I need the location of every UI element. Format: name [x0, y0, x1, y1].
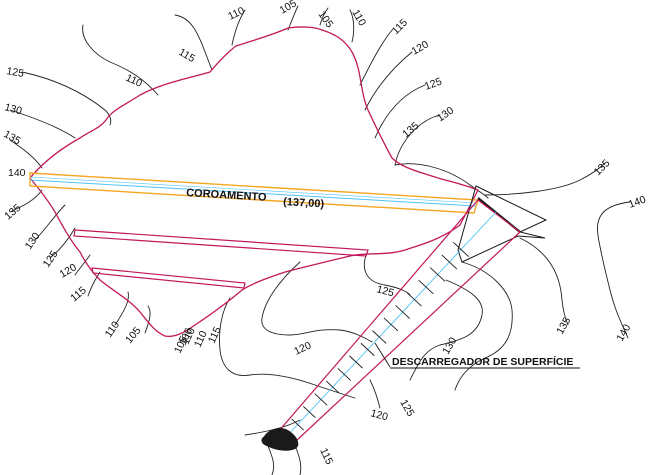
contour-label: 110 — [124, 72, 144, 90]
dam-crest — [29, 172, 479, 214]
outlet-channel-bank — [295, 447, 302, 475]
spillway-rib — [360, 342, 375, 357]
contour-label: 115 — [206, 325, 224, 345]
crest-line — [29, 176, 477, 204]
contour-label: 110 — [226, 5, 246, 23]
contour-label: 105 — [278, 0, 299, 17]
contour-label: 115 — [68, 284, 89, 304]
contour-line — [369, 379, 381, 409]
contour-line — [519, 237, 569, 326]
contour-label: 110 — [103, 319, 123, 340]
spillway-intake — [457, 185, 548, 263]
contour-label: 125 — [375, 283, 395, 299]
spillway-rib — [291, 418, 304, 431]
contour-label: 120 — [292, 339, 313, 357]
contour-label: 115 — [317, 446, 335, 466]
dam-berms — [73, 229, 369, 289]
contour-label: 120 — [58, 261, 79, 280]
contour-line — [364, 51, 413, 111]
contour-line — [87, 271, 101, 297]
contour-line — [394, 114, 441, 166]
spillway-leader — [374, 342, 391, 368]
spillway-rib — [326, 380, 340, 394]
spillway-rib — [406, 292, 422, 307]
spillway-rib — [337, 368, 352, 381]
contour-label: 115 — [390, 17, 410, 37]
spillway — [261, 185, 580, 475]
contour-label: 110 — [349, 8, 368, 29]
contour-label: 140 — [8, 167, 26, 179]
contour-label: 115 — [177, 46, 198, 65]
contour-line — [359, 29, 393, 86]
contour-line — [9, 139, 43, 169]
outlet-channel-bank — [267, 445, 275, 475]
contour-label: 135 — [592, 157, 613, 178]
contour-label: 130 — [3, 101, 23, 117]
spillway-rib — [418, 279, 434, 295]
contour-label: 120 — [410, 38, 431, 57]
contour-line — [454, 261, 513, 391]
contour-label: 125 — [423, 75, 444, 92]
spillway-rib — [429, 267, 446, 282]
crest-outline — [29, 172, 479, 214]
spillway-rib — [372, 330, 387, 344]
contour-line — [21, 71, 112, 126]
lower-berm — [91, 267, 246, 289]
contour-label: 125 — [5, 65, 24, 80]
contour-line — [9, 109, 76, 139]
spillway-outlet — [261, 428, 299, 451]
spillway-rib — [349, 355, 363, 369]
contour-label: 135 — [554, 315, 573, 336]
contour-label: 140 — [614, 322, 633, 343]
contour-label: 135 — [400, 120, 421, 141]
spillway-rib — [453, 242, 469, 257]
contour-label: 105 — [316, 9, 336, 30]
contour-line — [597, 201, 631, 339]
crest-elevation-label: (137,00) — [283, 196, 325, 210]
contour-label: 130 — [23, 230, 43, 251]
contour-line — [34, 204, 66, 241]
contour-line — [261, 261, 373, 343]
contour-label: 135 — [2, 202, 23, 223]
contour-label: 130 — [435, 104, 456, 124]
crest-label: COROAMENTO — [186, 187, 267, 204]
contour-line — [409, 279, 483, 381]
spillway-rib — [302, 405, 316, 419]
contour-label: 135 — [2, 128, 23, 147]
contour-elevation-labels: 110 105 105 110 115 120 125 130 135 135 … — [2, 0, 648, 467]
terrain-contours — [9, 5, 631, 436]
contour-line — [144, 305, 151, 334]
spillway-ribs — [291, 242, 469, 431]
contour-line — [74, 254, 91, 276]
contour-line — [231, 9, 246, 46]
contour-line — [174, 14, 213, 71]
spillway-rib — [314, 393, 328, 406]
contour-line — [349, 9, 355, 43]
contour-line — [364, 249, 411, 296]
contour-line — [394, 163, 489, 199]
contour-line — [82, 24, 159, 96]
contour-label: 130 — [440, 335, 459, 356]
contour-label: 105 — [123, 325, 144, 346]
contour-line — [319, 7, 329, 26]
contour-line — [114, 291, 129, 326]
spillway-rib — [395, 305, 411, 319]
spillway-rib — [441, 254, 458, 270]
upper-berm — [73, 229, 369, 257]
spillway-label: DESCARREGADOR DE SUPERFÍCIE — [392, 355, 573, 368]
contour-line — [9, 189, 43, 213]
contour-line — [219, 297, 356, 399]
spillway-rib — [383, 317, 399, 332]
contour-label: 125 — [397, 398, 416, 419]
reservoir-rim — [29, 26, 479, 338]
contour-label: 140 — [627, 193, 648, 210]
contour-label: 120 — [369, 407, 389, 423]
crest-centerline — [29, 179, 477, 207]
contour-line — [49, 227, 76, 259]
contour-line — [484, 162, 606, 196]
